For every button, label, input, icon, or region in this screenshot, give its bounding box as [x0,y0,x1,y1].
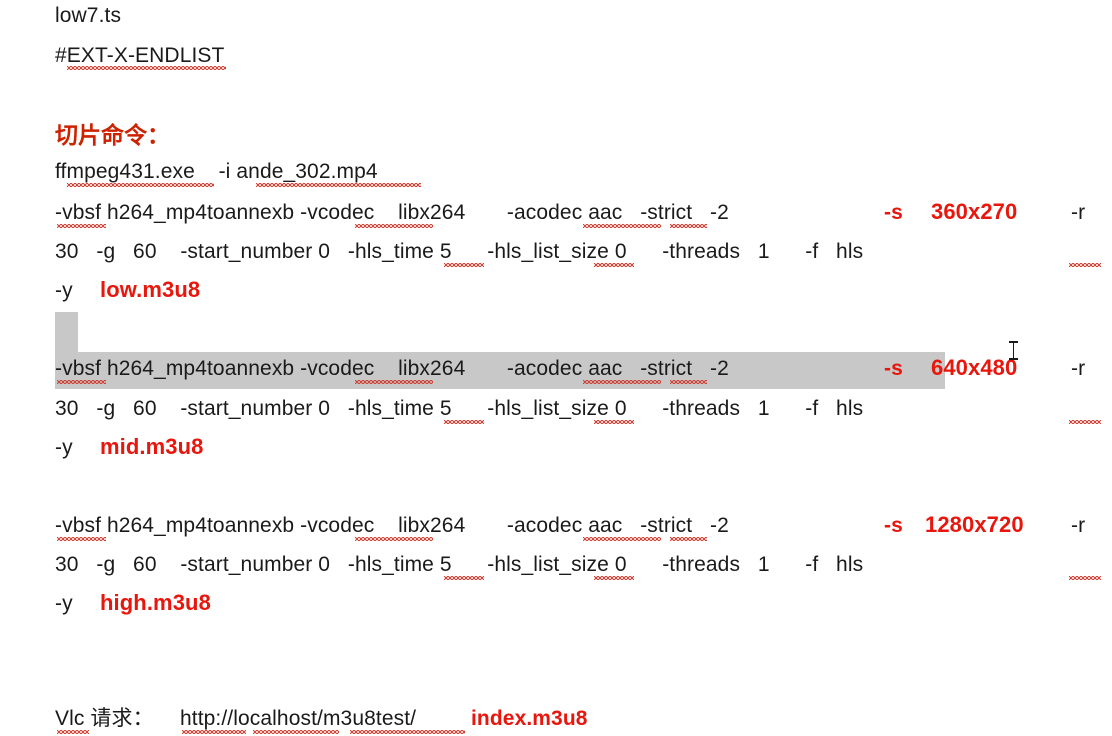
spellcheck-underline [67,66,226,70]
spellcheck-underline [1069,576,1101,580]
spellcheck-underline [57,224,106,228]
vlc-request-label: Vlc 请求： [55,707,154,730]
command-high-output-file: high.m3u8 [100,590,211,615]
command-mid-rate-flag: -r [1071,357,1086,380]
selection-highlight-leading-bar[interactable] [55,312,78,353]
spellcheck-underline [350,730,465,734]
spellcheck-underline [583,224,661,228]
command-high-overwrite-flag: -y [55,592,73,615]
ffmpeg-input-command: ffmpeg431.exe -i ande_302.mp4 [55,160,378,183]
command-high-line2: 30 -g 60 -start_number 0 -hls_time 5 -hl… [55,553,864,576]
text-cursor-ibeam [1009,341,1018,360]
command-low-scale-flag: -s [884,201,903,224]
ibeam-stem [1013,342,1014,359]
spellcheck-underline [594,420,634,424]
spellcheck-underline [355,537,433,541]
spellcheck-underline [57,730,89,734]
spellcheck-underline [355,224,433,228]
command-high-rate-flag: -r [1071,514,1086,537]
spellcheck-underline [444,420,484,424]
command-high-scale-flag: -s [884,514,903,537]
command-mid-scale-flag: -s [884,357,903,380]
spellcheck-underline [594,263,634,267]
spellcheck-underline [670,537,707,541]
spellcheck-underline [594,576,634,580]
vlc-request-url-prefix: http://localhost/m3u8test/ [180,707,417,730]
spellcheck-underline [670,224,707,228]
command-low-overwrite-flag: -y [55,279,73,302]
spellcheck-underline [355,380,433,384]
selection-highlight-band[interactable] [55,352,945,389]
spellcheck-underline [57,380,106,384]
command-low-line2: 30 -g 60 -start_number 0 -hls_time 5 -hl… [55,240,864,263]
command-low-resolution: 360x270 [931,199,1018,224]
spellcheck-underline [1069,263,1101,267]
command-mid-line1-prefix: -vbsf h264_mp4toannexb -vcodec libx264 -… [55,357,747,380]
command-mid-resolution: 640x480 [931,355,1018,380]
spellcheck-underline [253,730,339,734]
spellcheck-underline [67,183,214,187]
spellcheck-underline [444,263,484,267]
spellcheck-underline [1069,420,1101,424]
playlist-endlist-tag: #EXT-X-ENDLIST [55,44,225,67]
command-mid-output-file: mid.m3u8 [100,434,204,459]
ibeam-bottom-cap [1009,358,1018,360]
command-high-resolution: 1280x720 [925,512,1024,537]
spellcheck-underline [182,730,246,734]
command-low-line1-prefix: -vbsf h264_mp4toannexb -vcodec libx264 -… [55,201,747,224]
spellcheck-underline [670,380,707,384]
section-heading-slice-command: 切片命令： [55,123,170,148]
spellcheck-underline [444,576,484,580]
command-low-rate-flag: -r [1071,201,1086,224]
spellcheck-underline [256,183,421,187]
command-high-line1-prefix: -vbsf h264_mp4toannexb -vcodec libx264 -… [55,514,747,537]
spellcheck-underline [583,380,661,384]
command-mid-overwrite-flag: -y [55,436,73,459]
command-mid-line2: 30 -g 60 -start_number 0 -hls_time 5 -hl… [55,397,864,420]
command-low-output-file: low.m3u8 [100,277,201,302]
playlist-segment-line: low7.ts [55,4,122,27]
vlc-request-url-file[interactable]: index.m3u8 [471,707,588,730]
spellcheck-underline [57,537,106,541]
spellcheck-underline [583,537,661,541]
